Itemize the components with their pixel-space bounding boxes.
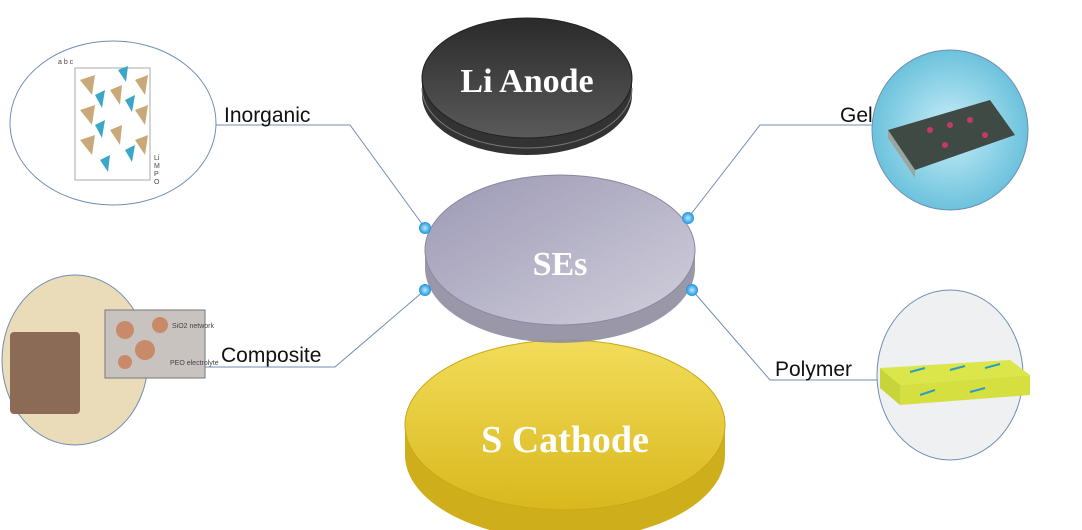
composite-label: Composite (221, 344, 321, 367)
electrolyte-disc: SEs (424, 174, 696, 343)
polymer-label: Polymer (775, 358, 852, 381)
gel-label: Gel (840, 104, 873, 127)
axes-label: a b c (58, 59, 74, 66)
inorganic-label: Inorganic (224, 104, 310, 127)
connector-lines (155, 124, 885, 381)
polymer-inset (876, 289, 1030, 461)
legend-o: O (154, 179, 160, 186)
anode-label: Li Anode (460, 63, 593, 100)
legend-p: P (154, 171, 159, 178)
electrolyte-label: SEs (533, 246, 588, 283)
network-label: SiO2 network (172, 323, 215, 330)
legend-li: Li (154, 155, 160, 162)
cathode-disc: S Cathode (404, 339, 726, 530)
gel-inset (871, 49, 1029, 211)
composite-inset: SiO2 network PEO electrolyte (1, 274, 219, 446)
cathode-label: S Cathode (481, 419, 649, 461)
anode-disc: Li Anode (421, 17, 633, 155)
inorganic-inset: a b c Li M P O (9, 40, 217, 206)
connector-dots (419, 212, 698, 296)
legend-m: M (154, 163, 160, 170)
electrolyte-inset-label: PEO electrolyte (170, 360, 219, 367)
